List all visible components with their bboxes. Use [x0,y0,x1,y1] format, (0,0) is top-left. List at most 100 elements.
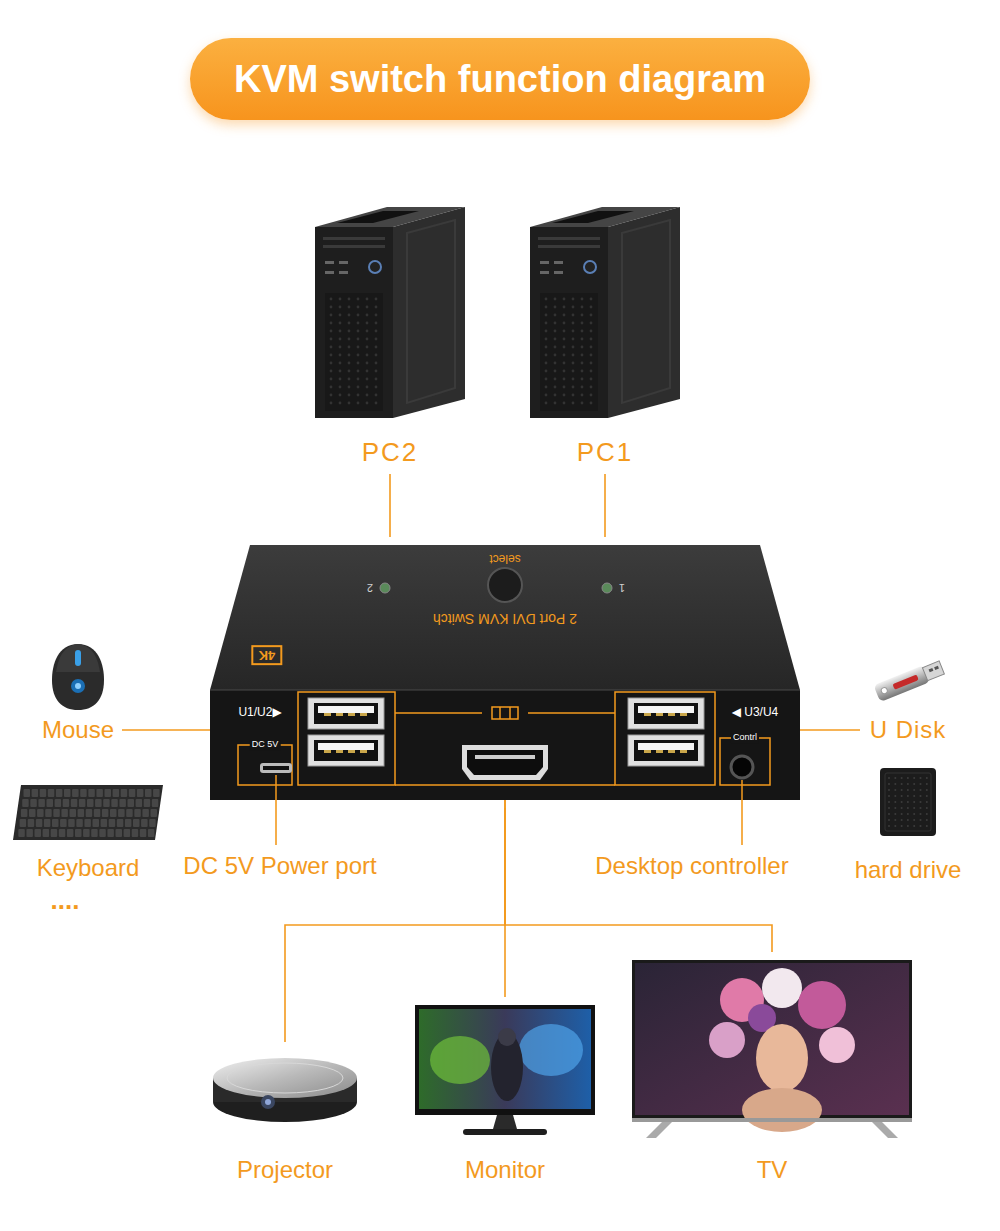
shape-circle [581,322,584,325]
shape-circle [563,314,566,317]
shape-circle [554,298,557,301]
shape-circle [366,338,369,341]
shape-circle [894,825,896,827]
shape-rect [492,707,518,719]
shape-circle [563,378,566,381]
shape-rect [144,799,151,807]
shape-circle [554,354,557,357]
shape-line [499,707,501,719]
shape-circle [926,825,928,827]
shape-rect [323,237,385,240]
shape-rect [64,789,71,797]
shape-rect [110,809,117,817]
callout-label: DC 5V Power port [183,852,376,880]
shape-circle [572,386,575,389]
shape-circle [357,402,360,405]
shape-rect [325,271,334,274]
shape-path [467,750,543,775]
device-icon [13,785,163,840]
connector-line [122,729,210,731]
shape-circle [265,1099,271,1105]
shape-circle [357,378,360,381]
shape-rect [88,789,95,797]
shape-circle [563,362,566,365]
shape-rect [136,799,143,807]
shape-circle [357,322,360,325]
shape-circle [357,370,360,373]
shape-circle [926,789,928,791]
shape-circle [375,386,378,389]
shape-circle [572,314,575,317]
shape-circle [357,362,360,365]
shape-circle [919,819,921,821]
shape-circle [581,370,584,373]
shape-circle [572,338,575,341]
shape-circle [554,378,557,381]
device-icon [878,768,938,836]
shape-circle [330,378,333,381]
shape-circle [572,322,575,325]
shape-circle [339,362,342,365]
shape-circle [572,394,575,397]
shape-rect [145,789,152,797]
shape-circle [339,330,342,333]
shape-rect [18,829,25,837]
shape-path [462,745,548,780]
shape-circle [330,402,333,405]
shape-rect [318,743,374,750]
shape-rect [37,809,44,817]
shape-rect [336,713,343,716]
shape-rect [140,829,147,837]
switch-label: ◀ U3/U4 [732,706,779,719]
shape-rect [308,698,384,729]
shape-circle [563,338,566,341]
shape-circle [581,402,584,405]
shape-ellipse [213,1058,357,1098]
shape-circle [919,783,921,785]
shape-rect [72,789,79,797]
shape-rect [78,809,85,817]
shape-circle [330,306,333,309]
shape-rect [111,799,118,807]
shape-rect [99,829,106,837]
resolution-badge: 4K [252,645,283,665]
shape-rect [152,799,159,807]
connector-line [389,474,391,537]
shape-circle [913,825,915,827]
shape-circle [554,346,557,349]
shape-circle [330,362,333,365]
shape-circle [581,346,584,349]
shape-circle [581,314,584,317]
shape-rect [339,261,348,264]
shape-circle [375,322,378,325]
shape-polygon [552,211,634,223]
shape-circle [894,807,896,809]
shape-rect [128,799,135,807]
shape-circle [554,402,557,405]
shape-circle [545,330,548,333]
shape-circle [563,394,566,397]
switch-label: U1/U2▶ [238,706,281,719]
shape-rect [20,819,27,827]
shape-rect [260,763,292,773]
shape-circle [545,370,548,373]
shape-circle [581,330,584,333]
shape-circle [375,362,378,365]
shape-rect [76,819,83,827]
shape-rect [668,713,675,716]
shape-path [56,644,100,672]
shape-circle [348,354,351,357]
shape-rect [720,738,770,785]
shape-rect [30,799,37,807]
shape-rect [52,819,59,827]
shape-circle [590,298,593,301]
shape-circle [348,394,351,397]
device-node: PC1 [530,203,680,466]
shape-rect [137,789,144,797]
shape-circle [888,825,890,827]
shape-circle [907,795,909,797]
shape-circle [907,783,909,785]
shape-circle [901,813,903,815]
shape-circle [488,568,522,602]
shape-circle [919,801,921,803]
